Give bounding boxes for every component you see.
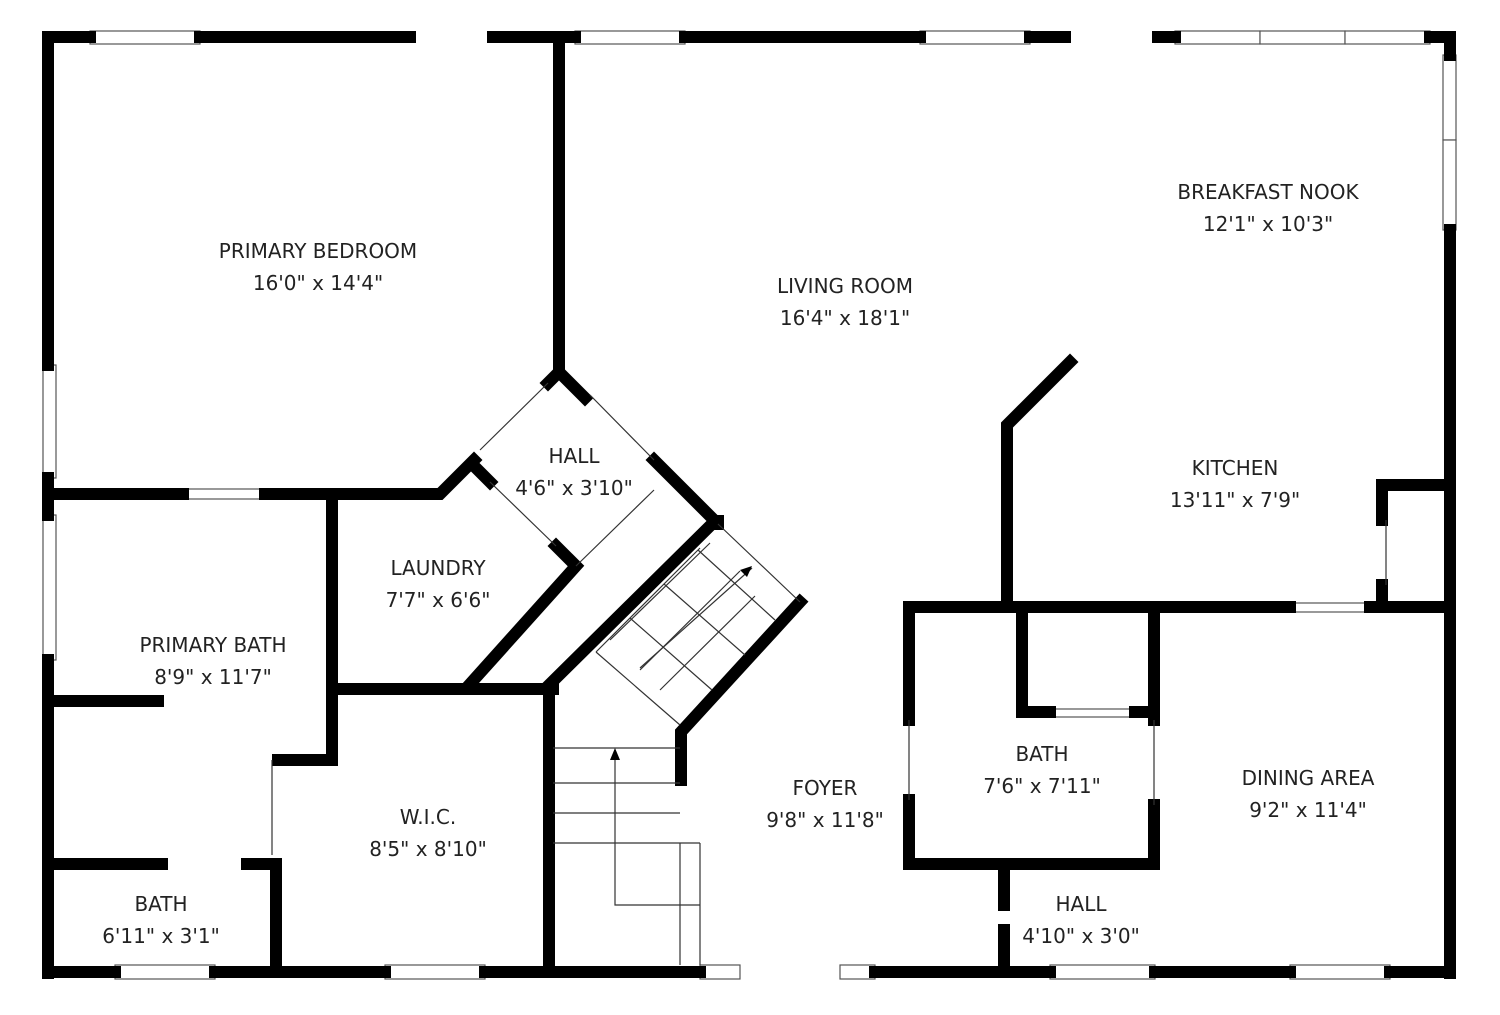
room-wic: W.I.C. 8'5" x 8'10" [369, 801, 487, 865]
staircase [271, 382, 1387, 965]
room-breakfast-nook: BREAKFAST NOOK 12'1" x 10'3" [1177, 176, 1358, 240]
room-hall-upper: HALL 4'6" x 3'10" [515, 440, 633, 504]
room-size: 16'0" x 14'4" [252, 271, 384, 295]
room-size: 9'8" x 11'8" [766, 808, 884, 832]
room-size: 6'11" x 3'1" [102, 924, 220, 948]
room-name: LIVING ROOM [776, 274, 914, 298]
room-size: 8'9" x 11'7" [154, 665, 272, 689]
room-laundry: LAUNDRY 7'7" x 6'6" [386, 552, 491, 616]
room-size: 7'7" x 6'6" [385, 588, 491, 612]
stair-arrow-icon [610, 748, 620, 760]
room-name: KITCHEN [1191, 456, 1279, 480]
room-size: 16'4" x 18'1" [779, 306, 911, 330]
room-size: 13'11" x 7'9" [1169, 488, 1301, 512]
room-hall-lower: HALL 4'10" x 3'0" [1022, 888, 1140, 952]
room-name: BATH [1015, 742, 1069, 766]
room-dining-area: DINING AREA 9'2" x 11'4" [1242, 762, 1375, 826]
room-name: FOYER [792, 776, 858, 800]
room-size: 4'10" x 3'0" [1022, 924, 1140, 948]
room-name: BATH [134, 892, 188, 916]
room-kitchen: KITCHEN 13'11" x 7'9" [1170, 452, 1300, 516]
room-bath-middle: BATH 7'6" x 7'11" [983, 738, 1101, 802]
room-name: W.I.C. [399, 805, 457, 829]
room-name: HALL [548, 444, 600, 468]
room-bath-small: BATH 6'11" x 3'1" [102, 888, 220, 952]
room-name: DINING AREA [1241, 766, 1375, 790]
room-size: 4'6" x 3'10" [515, 476, 633, 500]
room-name: PRIMARY BEDROOM [218, 239, 418, 263]
room-size: 9'2" x 11'4" [1249, 798, 1367, 822]
room-size: 12'1" x 10'3" [1202, 212, 1334, 236]
room-name: PRIMARY BATH [139, 633, 287, 657]
room-living-room: LIVING ROOM 16'4" x 18'1" [777, 270, 913, 334]
room-size: 8'5" x 8'10" [369, 837, 487, 861]
room-name: HALL [1055, 892, 1107, 916]
room-size: 7'6" x 7'11" [983, 774, 1101, 798]
room-primary-bedroom: PRIMARY BEDROOM 16'0" x 14'4" [219, 235, 417, 299]
room-primary-bath: PRIMARY BATH 8'9" x 11'7" [139, 629, 286, 693]
room-name: LAUNDRY [390, 556, 486, 580]
room-foyer: FOYER 9'8" x 11'8" [766, 772, 884, 836]
room-name: BREAKFAST NOOK [1177, 180, 1359, 204]
walls [42, 31, 1456, 979]
